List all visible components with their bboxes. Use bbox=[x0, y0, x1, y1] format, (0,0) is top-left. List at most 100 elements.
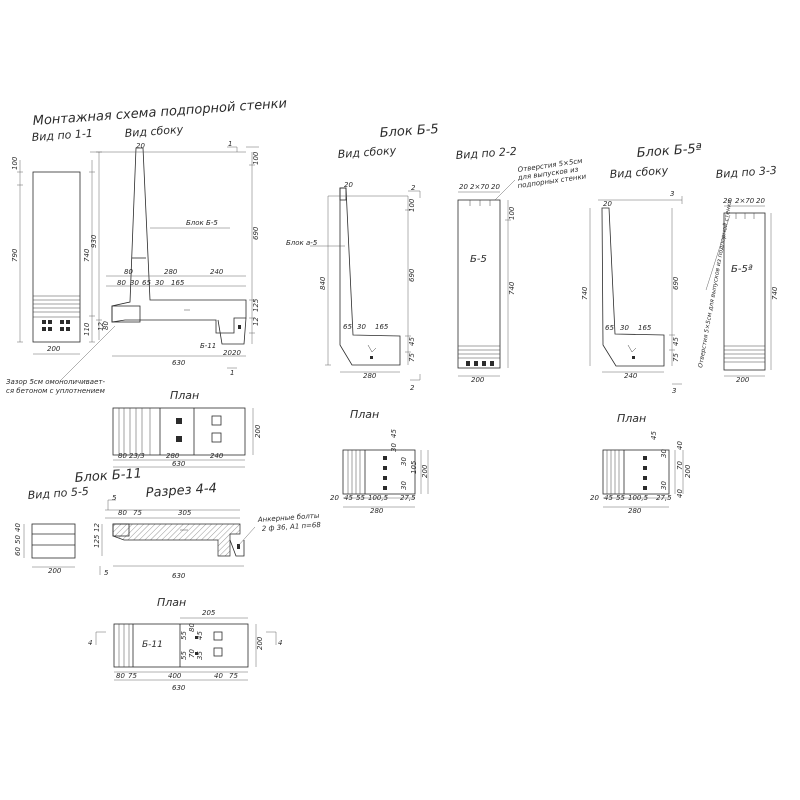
b5a-plan-dim-30a: 30 bbox=[660, 449, 668, 458]
mount-mark-1-bot: 1 bbox=[230, 369, 234, 377]
mount-side-view: 1 1 20 930 100 690 80 280 240 80 30 65 3… bbox=[6, 140, 260, 395]
b5a-3-3-dim-20a: 20 bbox=[723, 197, 732, 205]
gap-note-1: Зазор 5см омоноличивает- bbox=[6, 378, 105, 386]
b11-5-5-dim-60: 60 bbox=[14, 547, 22, 556]
b5-mark-2-bot: 2 bbox=[410, 384, 415, 392]
side-dim-20b: 20 bbox=[223, 349, 232, 357]
side-label-b11: Б-11 bbox=[200, 342, 216, 350]
b11-plan-dim-75b: 75 bbox=[229, 672, 238, 680]
side-dim-690: 690 bbox=[252, 226, 260, 240]
b5a-side-dim-45: 45 bbox=[672, 337, 680, 346]
b5a-plan-dim-40: 40 bbox=[676, 441, 684, 450]
section-dim-12: 12 bbox=[93, 523, 101, 532]
b5a-mark-3-top: 3 bbox=[670, 190, 674, 198]
side-dim-12b: 12 bbox=[97, 322, 105, 331]
side-dim-30: 30 bbox=[130, 279, 139, 287]
b5-view-2-2: 20 2×70 20 100 740 200 Б-5 Отверстия 5×5… bbox=[457, 157, 587, 384]
dim-1-1-790: 790 bbox=[11, 248, 19, 262]
section-mark-5-bot: 5 bbox=[104, 569, 109, 577]
b5a-3-3-label: Б-5ª bbox=[731, 264, 753, 275]
dim-1-1-110: 110 bbox=[83, 322, 91, 336]
side-dim-80: 80 bbox=[124, 268, 133, 276]
b11-5-5-dim-200: 200 bbox=[48, 567, 62, 575]
b5a-plan-dim-280: 280 bbox=[628, 507, 642, 515]
b5-side-dim-45: 45 bbox=[408, 337, 416, 346]
b5-side-view: 2 2 20 840 100 690 65 30 165 45 75 280 Б… bbox=[286, 181, 421, 392]
b5-side-dim-165: 165 bbox=[375, 323, 389, 331]
b5-side-dim-100: 100 bbox=[408, 198, 416, 212]
title-block-b5a: Блок Б-5ª bbox=[636, 141, 702, 161]
b5a-side-dim-690: 690 bbox=[672, 276, 680, 290]
side-dim-80c: 80 bbox=[102, 321, 110, 330]
b5-2-2-dim-2x70: 2×70 bbox=[470, 183, 490, 191]
side-dim-165: 165 bbox=[171, 279, 185, 287]
b11-plan-dim-80b: 80 bbox=[116, 672, 125, 680]
title-block-b11: Блок Б-11 bbox=[74, 466, 142, 486]
b5a-side-view: 3 3 20 740 690 65 30 165 45 75 240 bbox=[581, 190, 683, 395]
b5a-plan-dim-20: 20 bbox=[590, 494, 599, 502]
b11-5-5-dim-50: 50 bbox=[14, 535, 22, 544]
b5-mark-2-top: 2 bbox=[411, 184, 416, 192]
section-mark-5-top: 5 bbox=[112, 494, 117, 502]
section-dim-305: 305 bbox=[178, 509, 192, 517]
view-label-plan-b11: План bbox=[157, 596, 186, 609]
section-dim-75: 75 bbox=[133, 509, 142, 517]
view-label-side-b5a: Вид сбоку bbox=[609, 164, 669, 181]
b11-5-5-dim-40: 40 bbox=[14, 523, 22, 532]
title-block-b5: Блок Б-5 bbox=[379, 122, 439, 141]
b5a-3-3-dim-20b: 20 bbox=[756, 197, 765, 205]
b5-side-dim-280: 280 bbox=[363, 372, 377, 380]
side-dim-100: 100 bbox=[252, 151, 260, 165]
gap-note-2: ся бетоном с уплотнением bbox=[6, 387, 106, 395]
dim-1-1-100: 100 bbox=[11, 156, 19, 170]
view-label-5-5: Вид по 5-5 bbox=[27, 485, 89, 502]
b5a-3-3-dim-200: 200 bbox=[736, 376, 750, 384]
dim-1-1-740: 740 bbox=[83, 248, 91, 262]
b5-plan-dim-275: 27,5 bbox=[400, 494, 416, 502]
view-label-2-2: Вид по 2-2 bbox=[455, 145, 517, 162]
b11-view-5-5: 40 50 60 200 bbox=[14, 523, 76, 575]
b5a-plan-dim-1005: 100,5 bbox=[628, 494, 649, 502]
b5-plan-dim-55: 55 bbox=[356, 494, 365, 502]
view-label-3-3: Вид по 3-3 bbox=[715, 164, 777, 181]
b5-plan: 45 30 30 105 200 30 20 45 55 100,5 27,5 … bbox=[330, 429, 429, 515]
view-label-plan-mount: План bbox=[170, 389, 199, 402]
b11-plan-label: Б-11 bbox=[142, 640, 163, 650]
view-label-side-b5: Вид сбоку bbox=[337, 144, 397, 161]
section-dim-80: 80 bbox=[118, 509, 127, 517]
b5-plan-dim-45: 45 bbox=[390, 429, 398, 438]
b5-side-dim-75: 75 bbox=[408, 353, 416, 362]
view-label-1-1: Вид по 1-1 bbox=[31, 127, 93, 144]
b5-2-2-dim-200: 200 bbox=[471, 376, 485, 384]
side-dim-12: 12 bbox=[252, 317, 260, 326]
b11-plan-dim-55b: 55 bbox=[180, 651, 188, 660]
b5-2-2-dim-100: 100 bbox=[508, 206, 516, 220]
b5-plan-dim-45b: 45 bbox=[344, 494, 353, 502]
view-label-plan-b5a: План bbox=[617, 412, 646, 425]
b11-plan-dim-45: 45 bbox=[196, 631, 204, 640]
b5a-plan: 45 30 40 70 200 30 40 20 45 55 100,5 27,… bbox=[590, 431, 692, 515]
b5a-plan-dim-70: 70 bbox=[676, 461, 684, 470]
b11-plan-dim-80: 80 bbox=[188, 623, 196, 632]
side-dim-280: 280 bbox=[164, 268, 178, 276]
b5-plan-dim-1005: 100,5 bbox=[368, 494, 389, 502]
b5a-side-dim-75: 75 bbox=[672, 353, 680, 362]
b11-plan-dim-75: 75 bbox=[128, 672, 137, 680]
b11-plan: 4 4 Б-11 205 55 80 45 55 70 35 200 80 75… bbox=[88, 609, 282, 692]
b5a-side-dim-740: 740 bbox=[581, 286, 589, 300]
side-dim-20c: 20 bbox=[232, 349, 241, 357]
side-label-blok-b5: Блок Б-5 bbox=[186, 219, 218, 227]
section-dim-630: 630 bbox=[172, 572, 186, 580]
side-dim-80b: 80 bbox=[117, 279, 126, 287]
b5a-plan-dim-45: 45 bbox=[650, 431, 658, 440]
b5-2-2-dim-740: 740 bbox=[508, 281, 516, 295]
dim-1-1-200: 200 bbox=[47, 345, 61, 353]
plan-dim-23: 23/3 bbox=[129, 452, 145, 460]
b11-plan-mark-4-left: 4 bbox=[88, 639, 92, 647]
b11-section-4-4: 5 5 80 75 305 125 12 630 Анкерные болты … bbox=[93, 494, 322, 580]
side-dim-125: 125 bbox=[252, 298, 260, 312]
b5-plan-dim-30a: 30 bbox=[390, 443, 398, 452]
view-label-plan-b5: План bbox=[350, 408, 379, 421]
b5a-view-3-3: 20 2×70 20 740 200 Б-5ª Отверстия 5×5см … bbox=[697, 197, 779, 384]
